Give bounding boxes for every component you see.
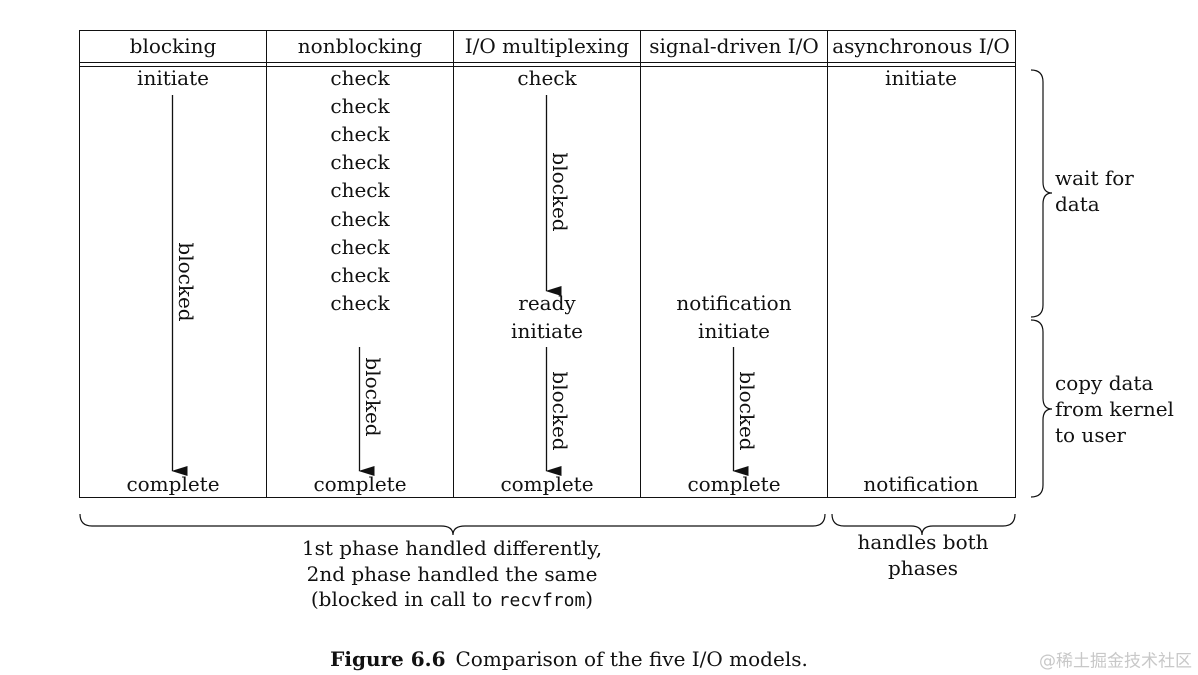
multiplexing-complete: complete (500, 472, 594, 496)
figure-caption: Figure 6.6 Comparison of the five I/O mod… (330, 647, 808, 671)
blocking-blocked-label: blocked (174, 242, 198, 322)
nonblocking-check: check (330, 178, 390, 202)
nonblocking-check: check (330, 94, 390, 118)
nonblocking-check: check (330, 291, 390, 315)
signal-blocked-label: blocked (735, 371, 759, 451)
async-model-brace (831, 513, 1016, 536)
table-border (79, 30, 1016, 498)
nonblocking-check: check (330, 150, 390, 174)
nonblocking-check: check (330, 235, 390, 259)
figure-label: Figure 6.6 (330, 647, 446, 671)
first-four-models-brace (79, 513, 826, 536)
nonblocking-check: check (330, 66, 390, 90)
nonblocking-check: check (330, 122, 390, 146)
header-blocking: blocking (129, 34, 217, 58)
watermark: @稀土掘金技术社区 (1039, 651, 1192, 672)
header-asynchronous: asynchronous I/O (832, 34, 1010, 58)
multiplexing-initiate: initiate (511, 319, 583, 343)
async-notification: notification (863, 472, 979, 496)
nonblocking-check: check (330, 263, 390, 287)
signal-complete: complete (687, 472, 781, 496)
header-nonblocking: nonblocking (297, 34, 423, 58)
header-signal-driven: signal-driven I/O (649, 34, 819, 58)
wait-phase-brace (1030, 69, 1053, 318)
multiplexing-blocked-label: blocked (548, 152, 572, 232)
copy-phase-brace (1030, 319, 1053, 498)
nonblocking-complete: complete (313, 472, 407, 496)
multiplexing-check: check (517, 66, 577, 90)
async-initiate: initiate (885, 66, 957, 90)
signal-initiate: initiate (698, 319, 770, 343)
multiplexing-blocked-label: blocked (548, 371, 572, 451)
blocking-initiate: initiate (137, 66, 209, 90)
blocking-complete: complete (126, 472, 220, 496)
nonblocking-blocked-label: blocked (361, 357, 385, 437)
signal-notification: notification (676, 291, 792, 315)
multiplexing-ready: ready (518, 291, 576, 315)
figure-title: Comparison of the five I/O models. (455, 647, 808, 671)
header-io-multiplexing: I/O multiplexing (464, 34, 630, 58)
recvfrom-code: recvfrom (498, 590, 586, 611)
nonblocking-check: check (330, 207, 390, 231)
